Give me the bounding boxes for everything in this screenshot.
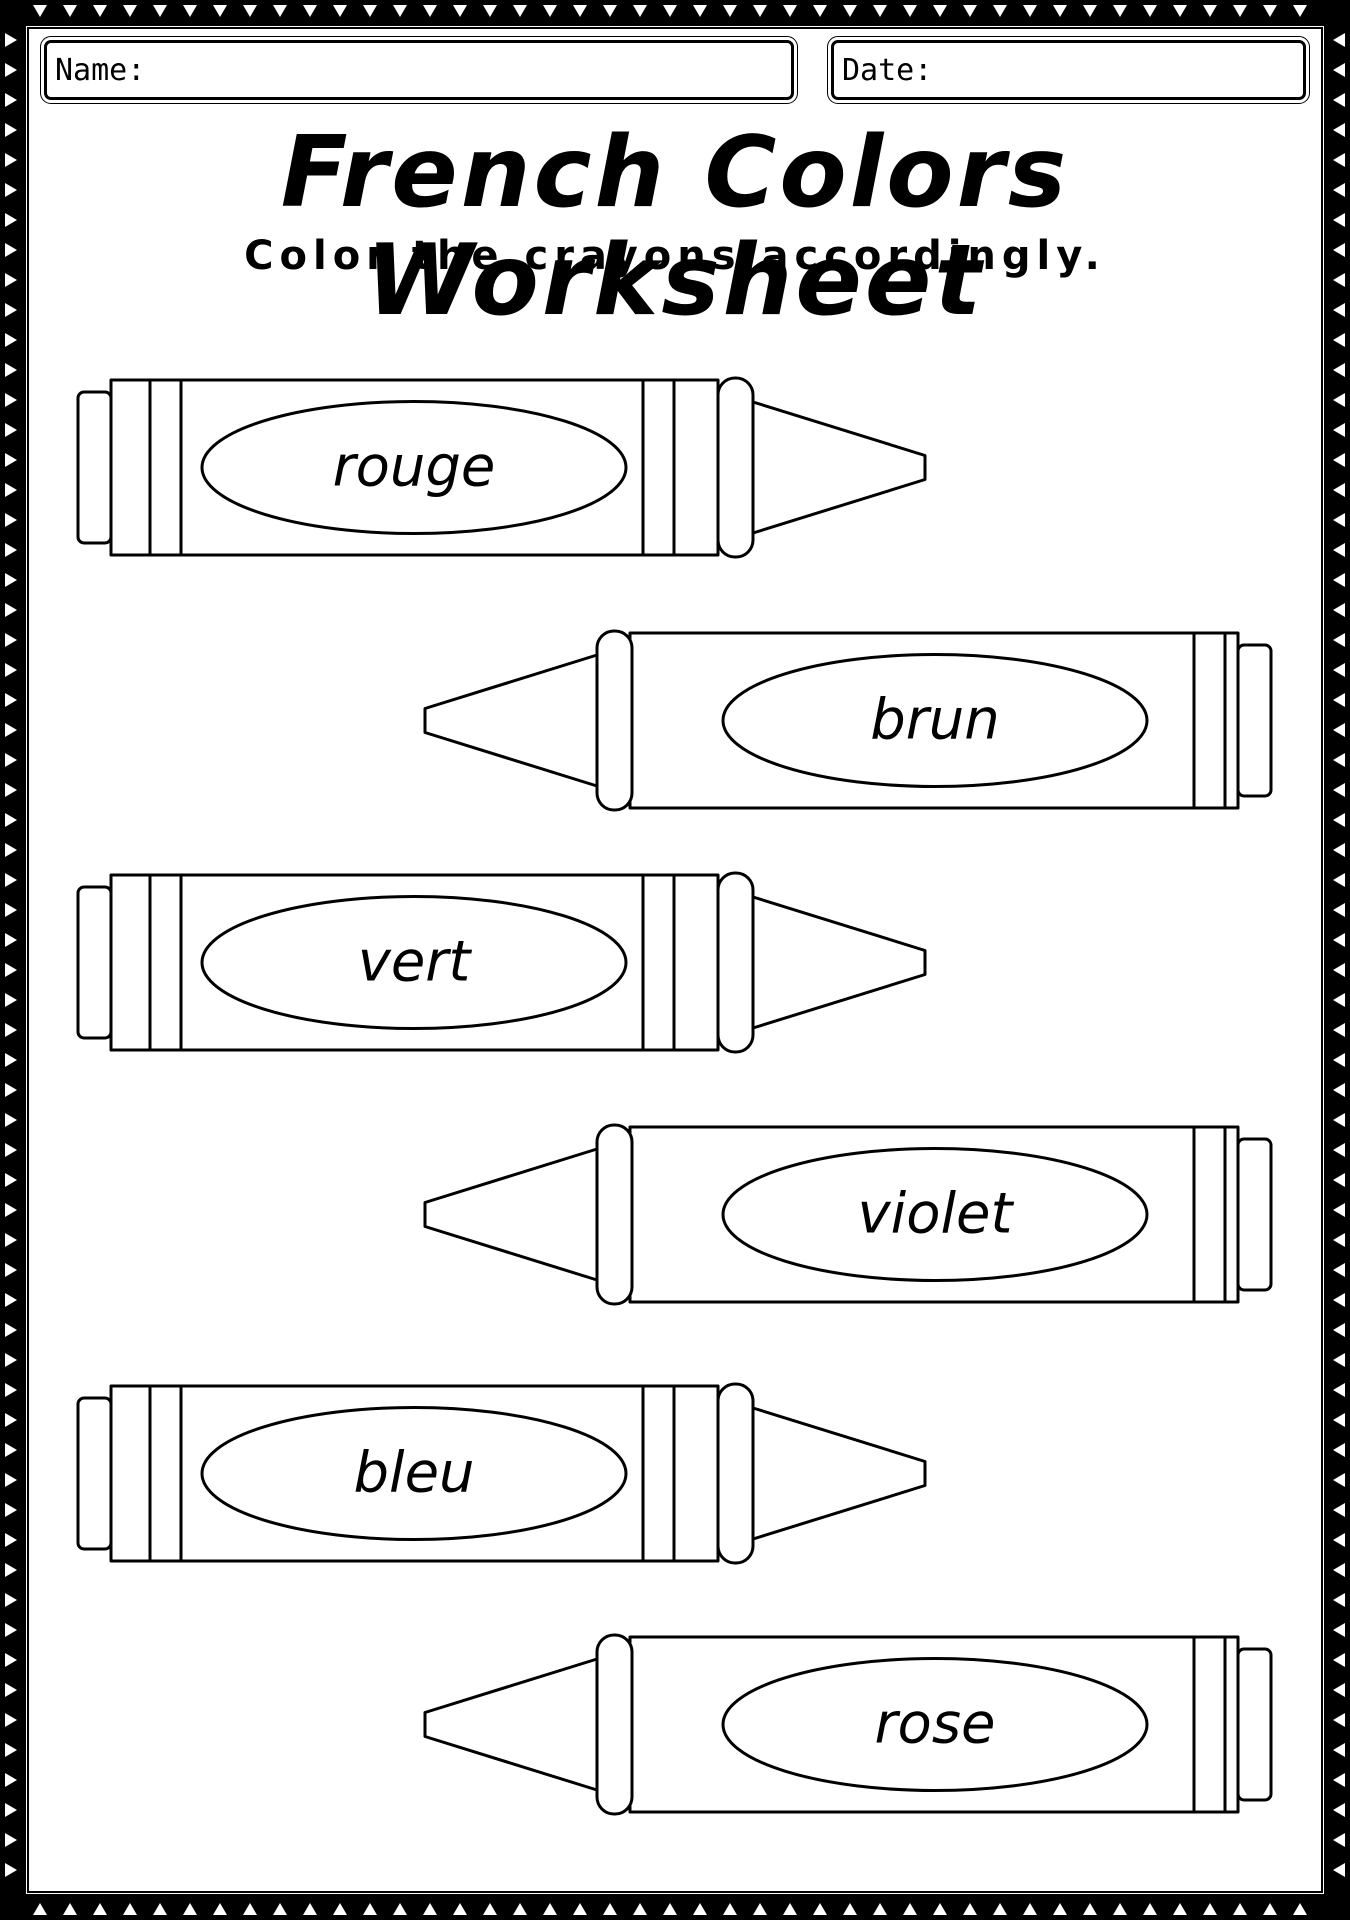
name-label: Name: <box>55 52 146 88</box>
crayon-label: rouge <box>333 435 496 500</box>
name-field[interactable]: Name: <box>40 36 798 104</box>
crayon-label: violet <box>858 1182 1015 1247</box>
crayon[interactable]: vert <box>76 871 927 1054</box>
crayon[interactable]: violet <box>423 1123 1350 1306</box>
crayon[interactable]: bleu <box>76 1382 927 1565</box>
date-field[interactable]: Date: <box>827 36 1310 104</box>
crayon-label: rose <box>875 1692 996 1757</box>
crayon-label: brun <box>870 688 1000 753</box>
crayon-label: bleu <box>353 1441 474 1506</box>
crayon-label: vert <box>358 930 473 995</box>
worksheet-title: French Colors Worksheet <box>280 116 1070 338</box>
crayon[interactable]: brun <box>423 629 1350 812</box>
crayon[interactable]: rose <box>423 1633 1350 1816</box>
date-label: Date: <box>842 52 933 88</box>
crayon[interactable]: rouge <box>76 376 927 559</box>
worksheet-instructions: Color the crayons accordingly. <box>244 233 1106 279</box>
